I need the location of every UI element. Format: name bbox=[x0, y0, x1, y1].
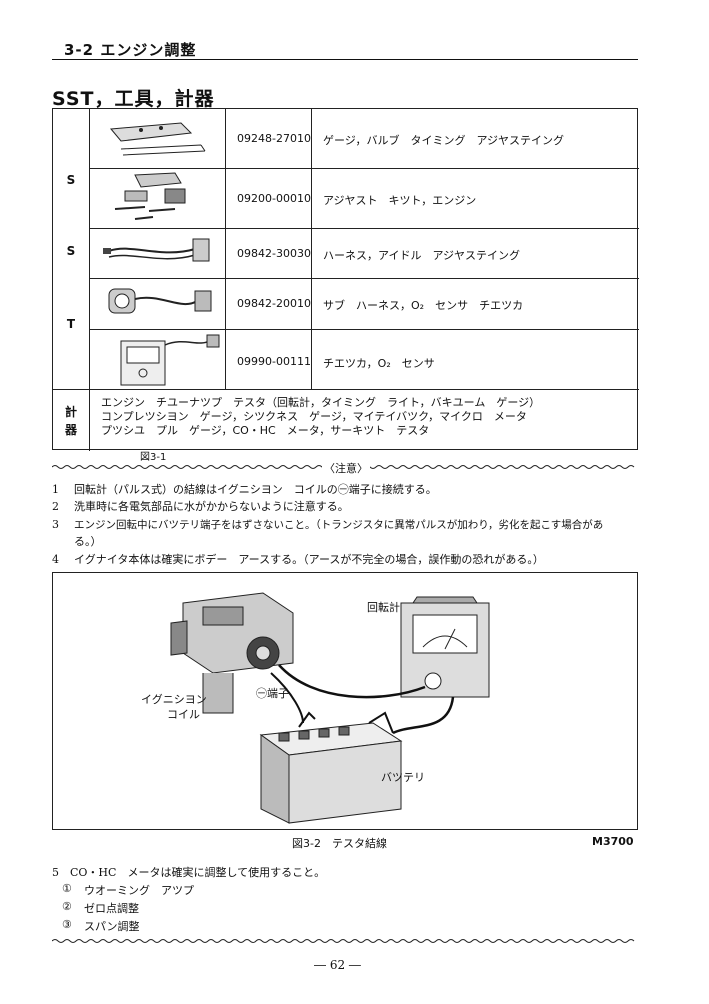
gauges-list: エンジン チユーナツプ テスタ（回転計，タイミング ライト，バキユーム ゲージ）… bbox=[101, 396, 540, 438]
valve-timing-gauge-image bbox=[110, 122, 206, 156]
sst-letter: S bbox=[66, 244, 76, 258]
ignition-coil-label: イグニシヨン bbox=[141, 693, 207, 706]
page-heading: SST，工具，計器 bbox=[52, 88, 215, 110]
figure-caption: 図3-2 テスタ結線 bbox=[292, 837, 387, 850]
section-title: 3-2 エンジン調整 bbox=[64, 41, 197, 59]
table-row-rule bbox=[53, 389, 639, 390]
table-divider bbox=[89, 389, 90, 451]
tester-connection-illustration bbox=[170, 592, 490, 824]
note-subitem: ゼロ点調整 bbox=[84, 902, 139, 915]
note-subitem-number: ① bbox=[62, 882, 72, 895]
note-subitem: ウオーミング アツプ bbox=[84, 884, 194, 897]
o2-sensor-sub-harness-image bbox=[108, 288, 212, 314]
page-number: ― 62 ― bbox=[314, 958, 361, 972]
part-code: 09248-27010 bbox=[237, 132, 311, 145]
part-code: 09842-30030 bbox=[237, 247, 311, 260]
wiring-figure: 回転計 ㊀端子 イグニシヨン コイル バツテリ bbox=[52, 572, 638, 830]
engine-adjust-kit-image bbox=[114, 172, 186, 220]
sst-table: S S T 09248-27010 ゲージ，バルブ タイミング アジヤステイング… bbox=[52, 108, 639, 451]
table-divider bbox=[89, 109, 90, 389]
o2-sensor-checker-image bbox=[120, 334, 220, 386]
part-name: ゲージ，バルブ タイミング アジヤステイング bbox=[323, 134, 565, 147]
note-item: 5 CO・HC メータは確実に調整して使用すること。 bbox=[52, 866, 326, 879]
header-rule bbox=[52, 59, 638, 60]
tachometer-label: 回転計 bbox=[367, 601, 400, 614]
idle-adjust-harness-image bbox=[103, 238, 210, 262]
part-code: 09990-00111 bbox=[237, 355, 311, 368]
gauges-label: 器 bbox=[64, 423, 77, 437]
terminal-label: ㊀端子 bbox=[256, 687, 289, 700]
sst-letter: T bbox=[66, 317, 76, 331]
table-row-rule bbox=[89, 168, 639, 169]
figure-code: M3700 bbox=[592, 835, 634, 848]
gauge-line: プツシユ プル ゲージ，CO・HC メータ，サーキツト テスタ bbox=[101, 424, 430, 437]
part-code: 09200-00010 bbox=[237, 192, 311, 205]
note-subitem: スパン調整 bbox=[84, 920, 140, 933]
part-name: ハーネス，アイドル アジヤステイング bbox=[323, 249, 521, 262]
gauges-label: 計 bbox=[64, 405, 77, 419]
table-divider bbox=[225, 109, 226, 389]
note-subitem-number: ③ bbox=[62, 918, 72, 931]
sst-letter: S bbox=[66, 173, 76, 187]
part-name: アジヤスト キツト，エンジン bbox=[323, 194, 477, 207]
table-row-rule bbox=[89, 329, 639, 330]
table-row-rule bbox=[89, 228, 639, 229]
bottom-rule bbox=[52, 939, 635, 943]
part-code: 09842-20010 bbox=[237, 297, 311, 310]
figure-caption: 図3-1 bbox=[140, 452, 167, 463]
table-divider bbox=[311, 109, 312, 389]
part-name: チエツカ，O₂ センサ bbox=[323, 357, 435, 370]
gauge-line: エンジン チユーナツプ テスタ（回転計，タイミング ライト，バキユーム ゲージ） bbox=[101, 396, 541, 409]
table-row-rule bbox=[89, 278, 639, 279]
ignition-coil-label: コイル bbox=[167, 708, 200, 721]
battery-label: バツテリ bbox=[381, 771, 425, 784]
note-subitem-number: ② bbox=[62, 900, 72, 913]
gauge-line: コンプレツシヨン ゲージ，シツクネス ゲージ，マイテイバツク，マイクロ メータ bbox=[101, 410, 527, 423]
caution-label: 〈注意〉 bbox=[322, 460, 370, 476]
part-name: サブ ハーネス，O₂ センサ チエツカ bbox=[323, 299, 524, 312]
